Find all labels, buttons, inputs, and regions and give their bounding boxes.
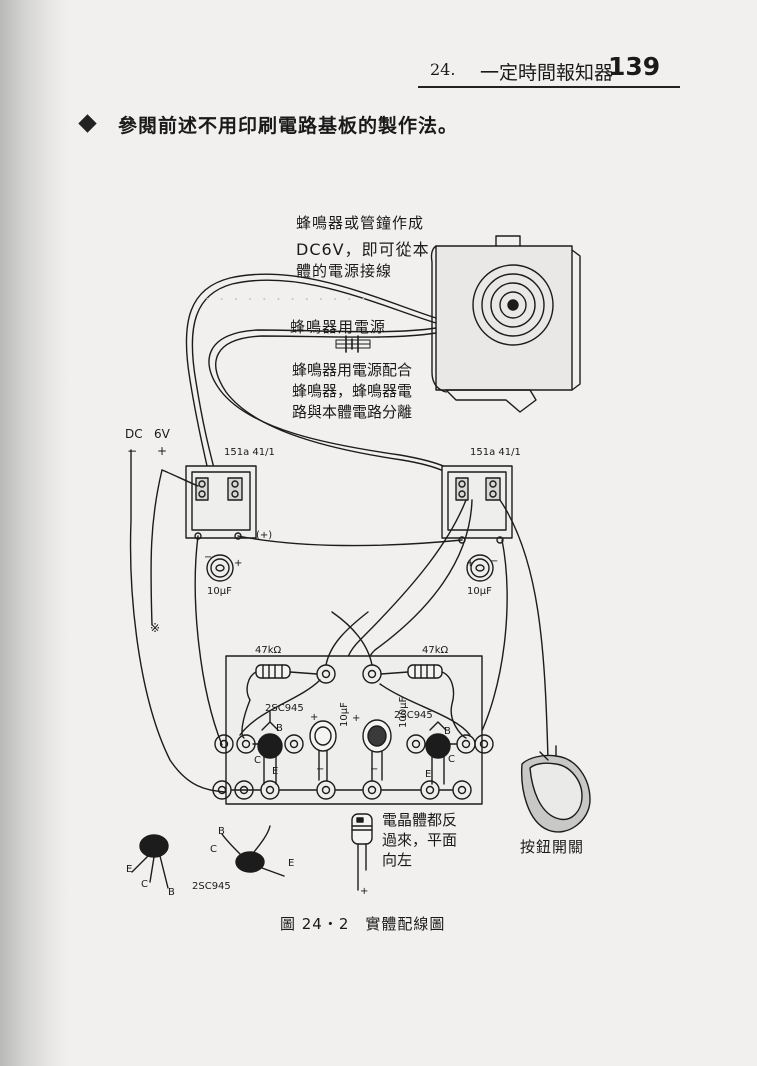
buzzer-label-line-1: 蜂鳴器或管鐘作成 [296,214,425,232]
voltage-label: 6V [154,427,170,441]
cap-mid-left-label: 10μF [339,702,350,727]
transistor-right-label: 2SC945 [394,710,433,721]
cap-right-label: 10μF [467,586,492,597]
push-button-label: 按鈕開關 [520,838,585,856]
transistor-note-line-1: 電晶體都反 [382,811,458,829]
cap-mid-right-label: 100μF [398,696,409,728]
buzzer-icon [430,235,581,413]
cap-right-minus: − [490,556,499,567]
sample-pin-b-right: B [218,826,225,837]
buzzer-power-label: 蜂鳴器用電源 [290,318,387,336]
main-board [212,655,494,805]
resistor-left-label: 47kΩ [255,645,282,656]
transistor-right-icon [425,721,451,785]
capacitor-mid-right-icon [362,719,392,781]
transistor-note-line-3: 向左 [382,851,413,869]
dc-label: DC [125,427,143,441]
pin-c-right: C [448,754,455,765]
cap-left-label: 10μF [207,586,232,597]
buzzer-note-line-3: 路與本體電路分離 [292,403,413,421]
resistor-right-label: 47kΩ [422,645,449,656]
page-number: 139 [608,52,661,81]
cap-mid-left-plus: + [310,712,319,723]
asterisk-mark: ※ [150,621,161,635]
capacitor-sample-icon [351,813,373,891]
running-header: 24. 一定時間報知器 139 [430,52,680,88]
capacitor-left-icon [206,554,234,582]
relay-left-label: 151a 41/1 [224,447,275,458]
buzzer-note-line-1: 蜂鳴器用電源配合 [292,361,413,379]
cap-plus-note: (+) [256,530,273,541]
relay-right-icon [441,465,513,544]
minus-terminal-label: − [127,444,138,458]
buzzer-label-line-2: DC6V，即可從本 [296,240,430,259]
cap-mid-left-minus: − [316,764,325,775]
transistor-sample-right-icon [221,825,285,877]
resistor-left-icon [241,664,318,739]
cap-left-minus: − [204,552,213,563]
ghost-text: ‧ ‧ ‧ ‧ ‧ ‧ ‧ ‧ ‧ ‧ ‧ ‧ ‧ [205,290,383,309]
transistor-left-icon [257,711,283,785]
transistor-sample-label: 2SC945 [192,881,231,892]
cap-right-plus: + [466,558,475,569]
relay-right-label: 151a 41/1 [470,447,521,458]
plus-terminal-label: + [157,444,168,458]
chapter-title: 一定時間報知器 [480,62,614,84]
figure-caption: 圖 24・2 實體配線圖 [280,915,446,933]
push-button-icon [521,745,591,833]
header-rule [418,86,680,88]
pin-c-left: C [254,755,261,766]
transistor-left-label: 2SC945 [265,703,304,714]
buzzer-label-line-3: 體的電源接線 [296,262,393,280]
sample-pin-c-right: C [210,844,217,855]
resistor-right-icon [380,664,467,739]
transistor-note-line-2: 過來，平面 [382,831,458,849]
sample-pin-b-left: B [168,887,175,898]
book-spine-shadow [0,0,70,1066]
sample-pin-e-left: E [126,864,133,875]
cap-sample-plus: + [360,886,369,897]
sample-pin-c-left: C [141,879,148,890]
sample-pin-e-right: E [288,858,295,869]
cap-mid-right-minus: − [370,764,379,775]
relay-left-icon [185,465,257,540]
pin-e-right: E [425,769,432,780]
intro-text: 參閱前述不用印刷電路基板的製作法。 [118,115,459,137]
cap-left-plus: + [234,558,243,569]
pin-e-left: E [272,766,279,777]
chapter-number: 24. [430,60,456,79]
pin-b-right: B [444,726,451,737]
capacitor-right-icon [466,554,494,582]
capacitor-mid-left-icon [309,720,337,781]
pin-b-left: B [276,723,283,734]
cap-mid-right-plus: + [352,713,361,724]
transistor-sample-left-icon [131,834,169,889]
battery-icon [335,335,371,353]
buzzer-note-line-2: 蜂鳴器，蜂鳴器電 [292,382,413,400]
